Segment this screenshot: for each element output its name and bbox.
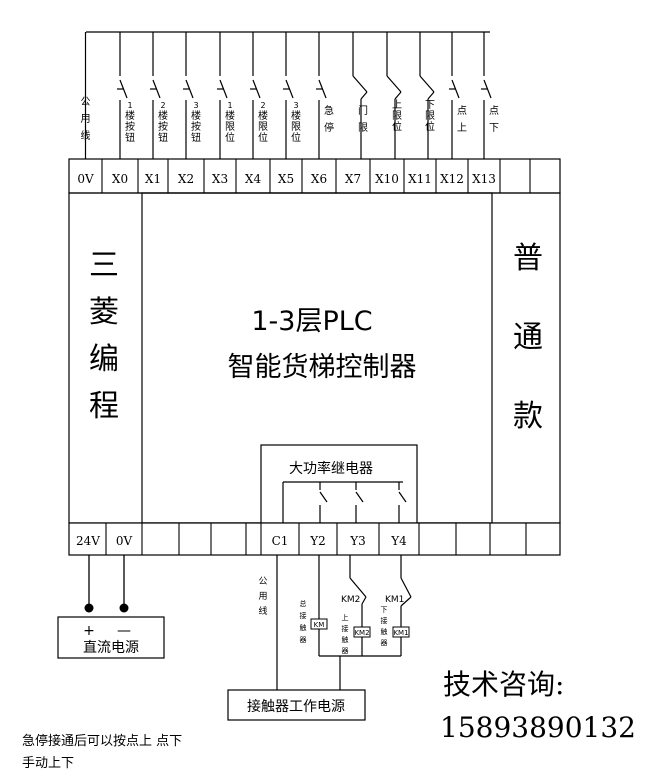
input-label: 公用线	[81, 97, 91, 142]
input-label: 点上	[457, 105, 467, 134]
limit-switch-return	[427, 91, 435, 100]
power-terminal: 0V	[116, 534, 133, 548]
input-label: 点下	[489, 105, 499, 134]
input-terminal: X0	[112, 172, 128, 186]
input-terminal-strip: 0V X0 X1 X2 X3 X4 X5 X6 X7 X10 X11 X12 X13	[68, 158, 561, 194]
plus-terminal-dot	[84, 603, 94, 613]
input-label: 上限位	[392, 99, 402, 133]
relay-title: 大功率继电器	[289, 460, 373, 477]
relay-terminal: Y4	[390, 534, 407, 548]
contactor-down-coil	[392, 626, 410, 638]
up-contactor-label: 上接触器	[342, 613, 349, 655]
dc-power-wiring	[88, 555, 125, 608]
main-contactor-label: 总接触器	[300, 599, 307, 644]
input-terminal: X5	[278, 172, 294, 186]
input-terminal: X1	[145, 172, 161, 186]
title-model: 1-3层PLC	[251, 306, 372, 337]
contactor-power-label: 接触器工作电源	[247, 698, 345, 715]
contact-phone: 15893890132	[440, 711, 636, 744]
right-side-text: 普通款	[513, 241, 543, 434]
title-product: 智能货梯控制器	[228, 352, 417, 383]
limit-switch	[386, 75, 402, 93]
input-terminal: X6	[311, 172, 327, 186]
input-label: 下限位	[425, 100, 435, 133]
input-terminal: 0V	[77, 172, 94, 186]
input-terminal: X11	[408, 172, 432, 186]
km2-label: KM2	[341, 595, 360, 605]
common-line-label: 公用线	[258, 576, 267, 617]
input-terminal: X4	[245, 172, 262, 186]
minus-sign: —	[117, 623, 131, 639]
left-side-text: 三菱编程	[89, 248, 119, 424]
coil-label-down: KM1	[393, 629, 408, 637]
note-line-1: 急停接通后可以按点上 点下	[22, 733, 182, 749]
plus-sign: +	[83, 623, 95, 639]
coil-label-up: KM2	[354, 629, 369, 637]
down-contactor-label: 下接触器	[381, 606, 388, 647]
input-terminal: X12	[440, 172, 464, 186]
relay-box	[260, 444, 418, 524]
relay-terminal: Y3	[349, 534, 366, 548]
km1-label: KM1	[385, 595, 404, 605]
dc-power-label: 直流电源	[83, 639, 139, 656]
input-terminal: X3	[212, 172, 228, 186]
contactor-main-coil	[310, 618, 328, 630]
svg-text:三菱编程: 三菱编程	[89, 248, 119, 424]
minus-terminal-dot	[119, 603, 129, 613]
input-terminal: X2	[178, 172, 194, 186]
contactor-up-coil	[353, 626, 371, 638]
relay-terminal: C1	[272, 534, 289, 548]
coil-label-main: KM	[314, 621, 325, 629]
dc-power-box	[57, 616, 165, 659]
limit-switch	[419, 75, 435, 93]
note-line-2: 手动上下	[22, 756, 74, 771]
input-label: 门限	[358, 104, 368, 134]
limit-switch-return	[394, 91, 402, 100]
relay-terminal: Y2	[309, 534, 326, 548]
limit-switch	[352, 75, 368, 93]
svg-text:普通款: 普通款	[513, 241, 543, 434]
input-terminal: X7	[345, 172, 361, 186]
power-terminal: 24V	[76, 534, 100, 548]
input-wires	[84, 32, 492, 159]
output-terminal-strip: 24V 0V C1 Y2 Y3 Y4	[68, 522, 561, 556]
input-label: 急停	[324, 104, 334, 134]
input-terminal: X13	[472, 172, 496, 186]
limit-switch-return	[360, 91, 368, 100]
contactor-power-box	[227, 689, 366, 721]
contact-label: 技术咨询:	[443, 668, 564, 701]
input-terminal: X10	[375, 172, 399, 186]
